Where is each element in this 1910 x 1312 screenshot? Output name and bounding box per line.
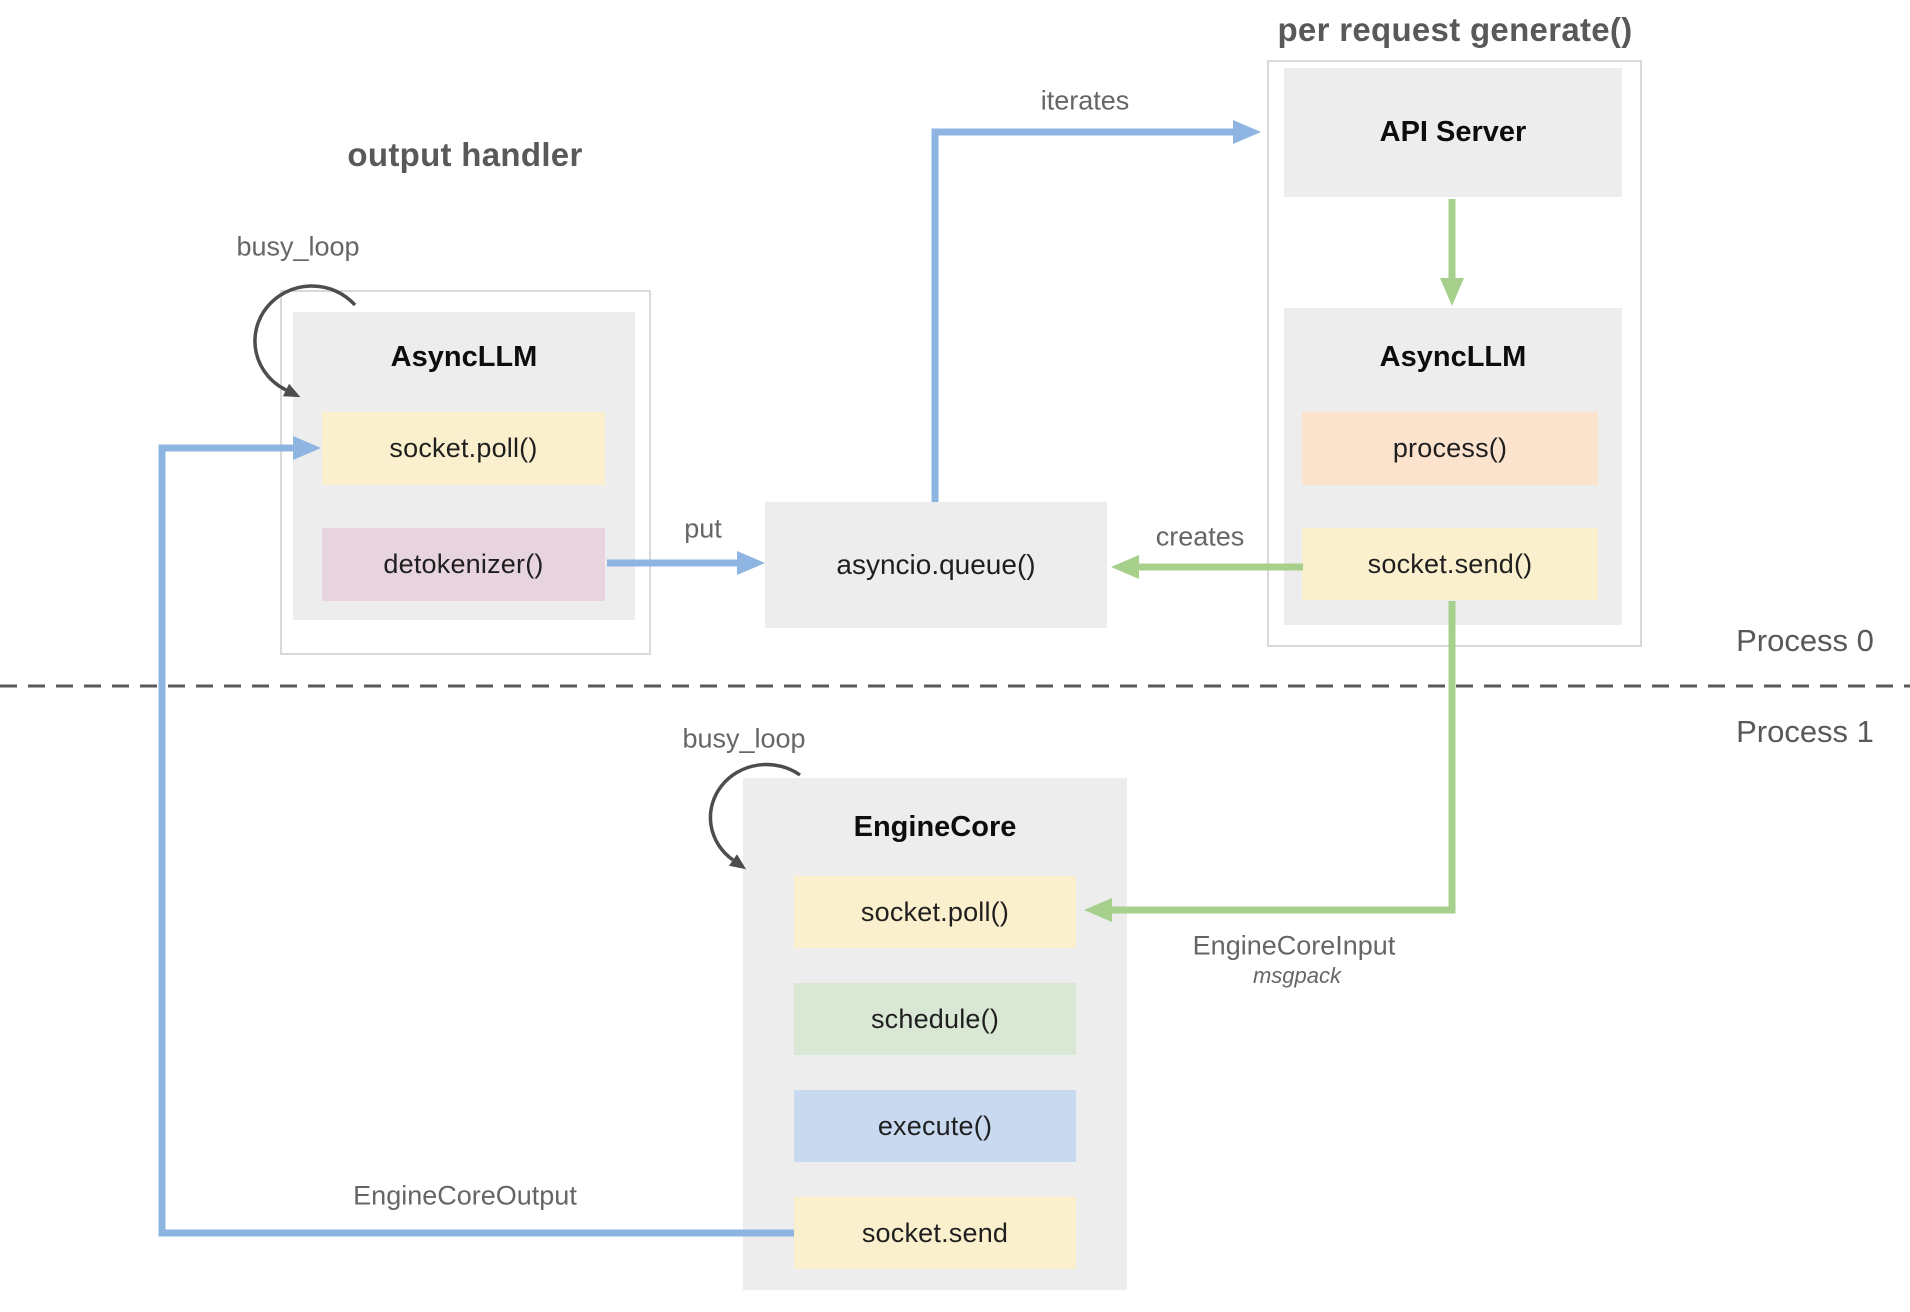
put-label: put bbox=[684, 513, 722, 544]
busy-loop-engine-label: busy_loop bbox=[682, 723, 806, 754]
socket-poll-left-cell: socket.poll() bbox=[322, 412, 605, 485]
process-0-label: Process 0 bbox=[1736, 623, 1874, 658]
execute-cell: execute() bbox=[794, 1090, 1076, 1162]
iterates-label: iterates bbox=[1040, 85, 1130, 116]
engine-core-input-label: EngineCoreInput bbox=[1192, 930, 1396, 961]
output-handler-title: output handler bbox=[347, 136, 583, 173]
schedule-cell: schedule() bbox=[794, 983, 1076, 1055]
creates-label: creates bbox=[1155, 521, 1245, 552]
engine-core-output-label: EngineCoreOutput bbox=[353, 1180, 577, 1211]
api-server-box: API Server bbox=[1284, 68, 1622, 197]
detokenizer-cell: detokenizer() bbox=[322, 528, 605, 601]
asyncio-queue-box: asyncio.queue() bbox=[765, 502, 1107, 628]
process-1-label: Process 1 bbox=[1736, 714, 1874, 749]
iterates-arrow bbox=[931, 120, 1261, 502]
engine-core-input-format-label: msgpack bbox=[1252, 963, 1342, 988]
socket-poll-engine-cell: socket.poll() bbox=[794, 876, 1076, 948]
enginecore-title: EngineCore bbox=[853, 811, 1017, 843]
per-request-generate-title: per request generate() bbox=[1277, 11, 1633, 48]
engine-core-input-arrow bbox=[1084, 601, 1456, 922]
socket-send-engine-cell: socket.send bbox=[794, 1197, 1076, 1269]
asyncllm-left-title: AsyncLLM bbox=[390, 341, 538, 373]
asyncllm-right-title: AsyncLLM bbox=[1379, 341, 1527, 373]
process-cell: process() bbox=[1302, 412, 1598, 485]
socket-send-right-cell: socket.send() bbox=[1302, 528, 1598, 600]
busy-loop-left-label: busy_loop bbox=[236, 231, 360, 262]
